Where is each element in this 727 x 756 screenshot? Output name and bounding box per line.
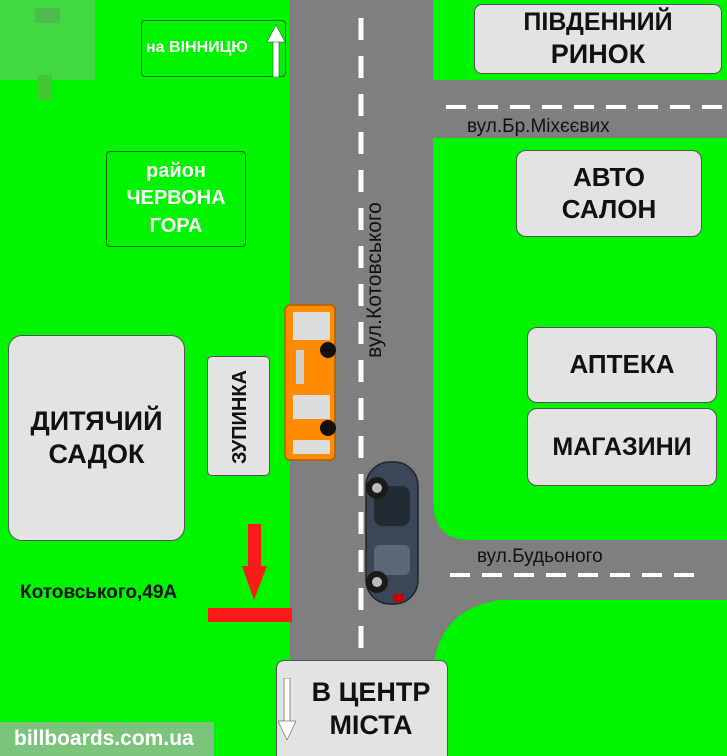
to-center-sign: В ЦЕНТР МІСТА [276, 660, 448, 756]
location-marker-bar [208, 608, 292, 622]
kindergarten-line-1: ДИТЯЧИЙ [30, 406, 163, 437]
corner-logo [0, 0, 95, 100]
street-mikheevykh-label: вул.Бр.Міхєєвих [467, 116, 610, 137]
to-vinnytsia-sign: на ВІННИЦЮ [141, 20, 286, 77]
south-market-label: ПІВДЕННИЙ РИНОК [474, 4, 722, 74]
bus-stop-text: ЗУПИНКА [229, 369, 251, 465]
auto-salon-line-1: АВТО [572, 161, 646, 192]
district-line-3: ГОРА [149, 214, 203, 237]
kindergarten-label: ДИТЯЧИЙ САДОК [8, 335, 185, 541]
district-label: район ЧЕРВОНА ГОРА [106, 151, 246, 247]
street-budyonnogo-label: вул.Будьоного [477, 546, 603, 567]
arrow-down-icon [278, 678, 296, 740]
arrow-down-marker-icon [242, 524, 267, 600]
south-market-line-1: ПІВДЕННИЙ [523, 8, 673, 37]
pharmacy-text: АПТЕКА [569, 349, 675, 380]
pharmacy-label: АПТЕКА [527, 327, 717, 403]
bus-icon [284, 304, 336, 461]
south-market-line-2: РИНОК [550, 38, 646, 69]
address-label: Котовського,49А [20, 582, 178, 603]
kindergarten-line-2: САДОК [48, 439, 145, 469]
car-icon [365, 461, 419, 605]
district-line-2: ЧЕРВОНА [126, 187, 226, 210]
auto-salon-label: АВТО САЛОН [516, 150, 702, 237]
watermark: billboards.com.ua [0, 722, 214, 756]
to-vinnytsia-text: на ВІННИЦЮ [146, 39, 248, 57]
arrow-up-icon [267, 25, 285, 77]
to-center-line-2: МІСТА [329, 709, 413, 740]
district-line-1: район [146, 159, 206, 182]
to-center-line-1: В ЦЕНТР [311, 676, 431, 707]
bus-stop-sign: ЗУПИНКА [207, 356, 270, 476]
shops-text: МАГАЗИНИ [552, 432, 692, 461]
shops-label: МАГАЗИНИ [527, 408, 717, 486]
auto-salon-line-2: САЛОН [561, 193, 657, 224]
street-kotovskogo-label: вул.Котовського [363, 202, 386, 358]
budyonnogo-road [433, 500, 727, 680]
